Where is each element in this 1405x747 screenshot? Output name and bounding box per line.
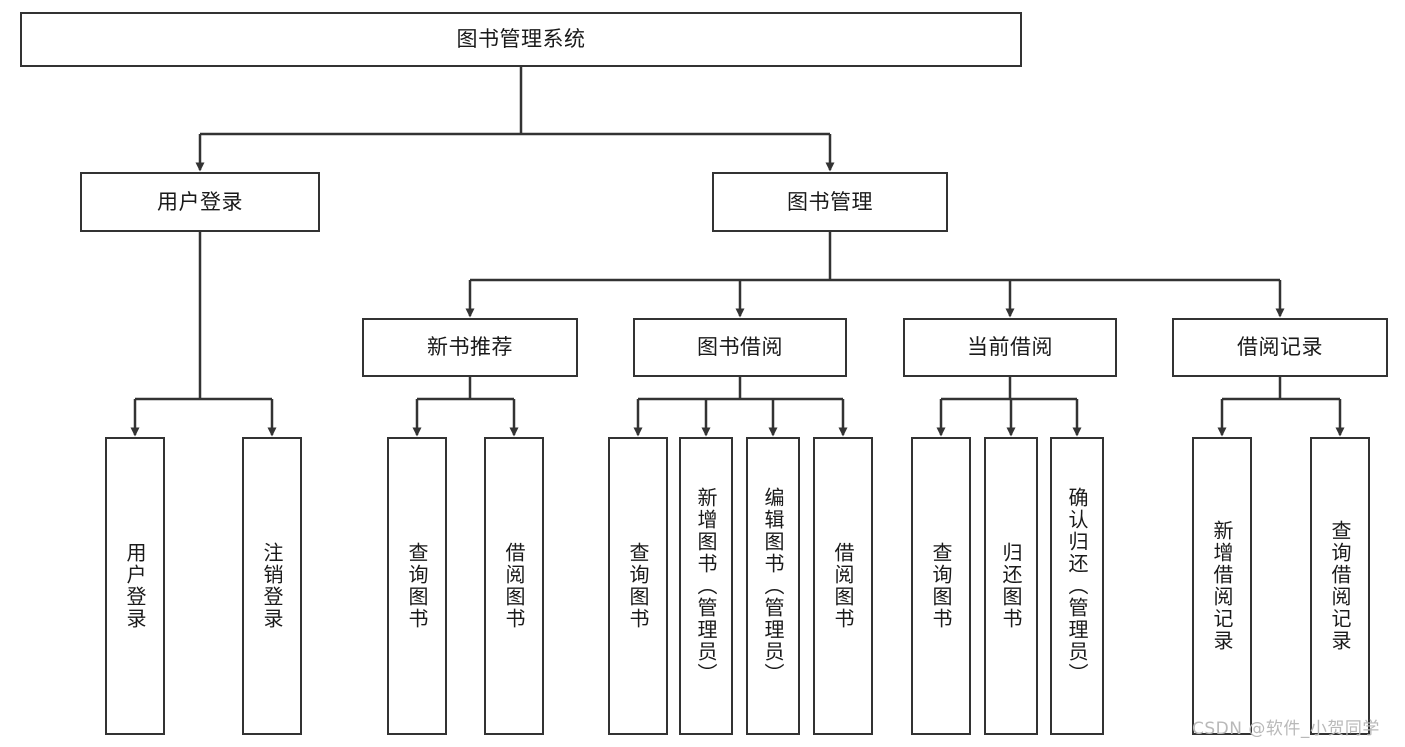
node-leaf-q-book-3[interactable]: 查询图书	[911, 437, 971, 735]
node-label: 查询图书	[626, 542, 650, 630]
node-leaf-q-book-2[interactable]: 查询图书	[608, 437, 668, 735]
node-book-borrow[interactable]: 图书借阅	[633, 318, 847, 377]
node-label: 注销登录	[260, 542, 284, 630]
node-book-admin[interactable]: 图书管理	[712, 172, 948, 232]
node-new-book-rec[interactable]: 新书推荐	[362, 318, 578, 377]
node-leaf-add-rec[interactable]: 新增借阅记录	[1192, 437, 1252, 735]
node-leaf-b-book-1[interactable]: 借阅图书	[484, 437, 544, 735]
node-label: 用户登录	[123, 542, 147, 630]
node-leaf-b-book-2[interactable]: 借阅图书	[813, 437, 873, 735]
edges-group	[130, 67, 1345, 437]
node-label: 当前借阅	[967, 335, 1053, 360]
node-leaf-return[interactable]: 归还图书	[984, 437, 1038, 735]
node-leaf-user-login[interactable]: 用户登录	[105, 437, 165, 735]
node-label: 查询图书	[405, 542, 429, 630]
node-leaf-q-book-1[interactable]: 查询图书	[387, 437, 447, 735]
node-borrow-record[interactable]: 借阅记录	[1172, 318, 1388, 377]
node-label: 新书推荐	[427, 335, 513, 360]
node-label: 确认归还（管理员）	[1065, 487, 1089, 685]
node-leaf-confirm[interactable]: 确认归还（管理员）	[1050, 437, 1104, 735]
node-current-borrow[interactable]: 当前借阅	[903, 318, 1117, 377]
node-label: 查询图书	[929, 542, 953, 630]
node-label: 借阅图书	[831, 542, 855, 630]
node-root[interactable]: 图书管理系统	[20, 12, 1022, 67]
node-leaf-logout[interactable]: 注销登录	[242, 437, 302, 735]
node-leaf-query-rec[interactable]: 查询借阅记录	[1310, 437, 1370, 735]
node-user-login[interactable]: 用户登录	[80, 172, 320, 232]
node-label: 归还图书	[999, 542, 1023, 630]
node-label: 借阅图书	[502, 542, 526, 630]
node-leaf-edit-book[interactable]: 编辑图书（管理员）	[746, 437, 800, 735]
node-label: 用户登录	[157, 189, 243, 214]
node-label: 图书管理	[787, 189, 873, 214]
node-label: 新增图书（管理员）	[694, 487, 718, 685]
node-label: 借阅记录	[1237, 335, 1323, 360]
node-label: 新增借阅记录	[1210, 520, 1234, 652]
node-leaf-add-book[interactable]: 新增图书（管理员）	[679, 437, 733, 735]
node-label: 图书借阅	[697, 335, 783, 360]
node-label: 编辑图书（管理员）	[761, 487, 785, 685]
node-label: 查询借阅记录	[1328, 520, 1352, 652]
node-label: 图书管理系统	[456, 27, 586, 52]
